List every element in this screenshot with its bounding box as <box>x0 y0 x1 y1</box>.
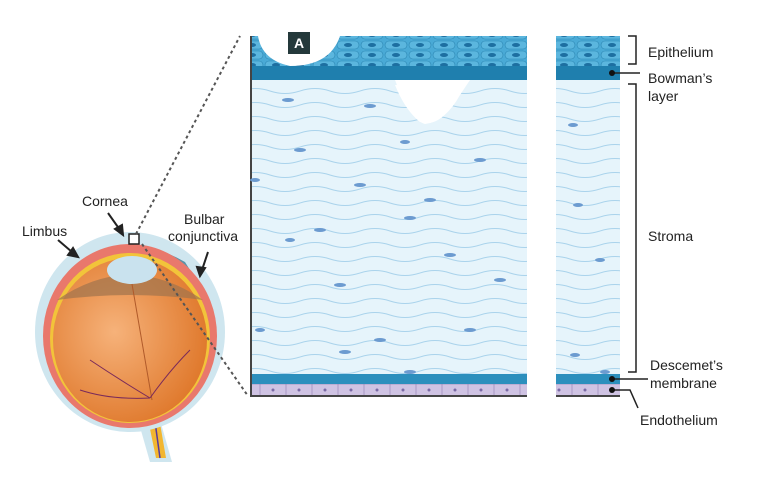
label-epithelium: Epithelium <box>648 44 714 60</box>
eye-illustration <box>35 232 225 462</box>
cornea-section-strip <box>556 36 620 397</box>
label-conjunctiva: conjunctiva <box>168 228 239 244</box>
label-bulbar: Bulbar <box>184 211 225 227</box>
label-descemet: Descemet’s <box>650 357 723 373</box>
label-bowman-layer: layer <box>648 88 679 104</box>
label-brackets <box>612 35 648 409</box>
cornea-section-main <box>250 36 527 397</box>
keratocytes <box>250 98 610 374</box>
panel-label: A <box>288 32 310 54</box>
label-stroma: Stroma <box>648 228 694 244</box>
label-endothelium: Endothelium <box>640 412 718 428</box>
label-bowman: Bowman’s <box>648 70 713 86</box>
label-arrows <box>57 212 209 279</box>
zoom-box <box>128 233 140 245</box>
label-cornea: Cornea <box>82 193 128 209</box>
label-limbus: Limbus <box>22 223 68 239</box>
label-descemet-membrane: membrane <box>650 375 717 391</box>
